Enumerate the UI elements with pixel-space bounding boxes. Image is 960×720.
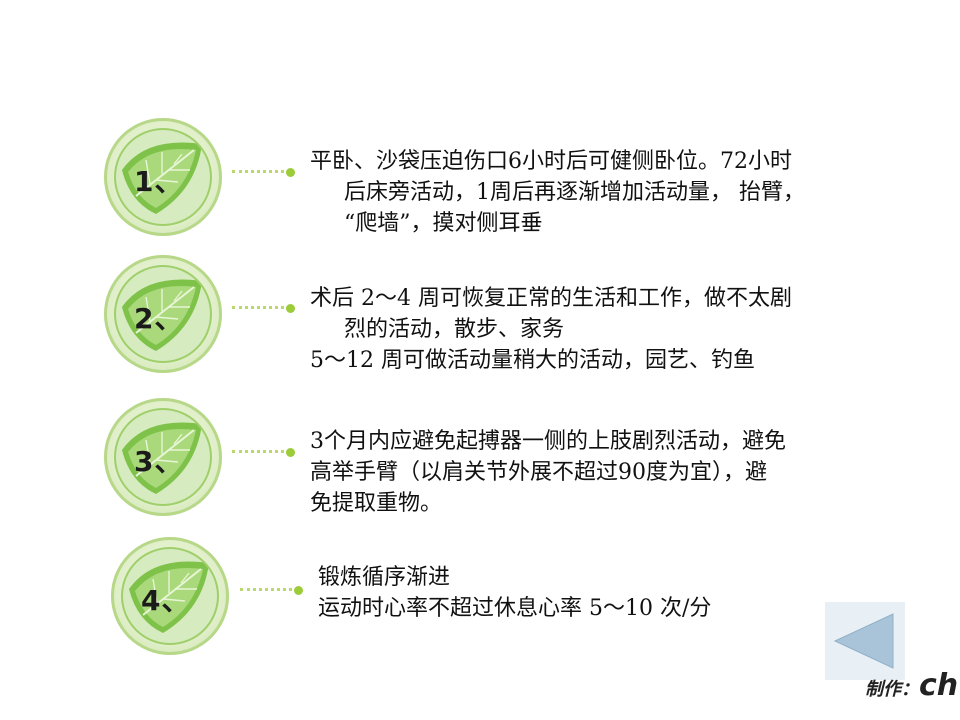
leaf-icon [116, 267, 210, 361]
connector-dot [286, 448, 295, 457]
item-number: 3、 [134, 445, 184, 478]
item-4-text: 锻炼循序渐进 运动时心率不超过休息心率 5～10 次/分 [318, 562, 711, 624]
dotted-connector [232, 306, 290, 309]
connector-dot [286, 304, 295, 313]
item-3-text: 3个月内应避免起搏器一侧的上肢剧烈活动，避免 高举手臂（以肩关节外展不超过90度… [310, 426, 786, 519]
badge-3: 3、 [104, 398, 222, 516]
badge-1: 1、 [104, 118, 222, 236]
connector-dot [286, 168, 295, 177]
author-signature: 制作：ch [865, 668, 958, 703]
leaf-icon [116, 410, 210, 504]
item-number: 1、 [134, 165, 184, 198]
signature-label: 制作： [865, 679, 919, 700]
dotted-connector [232, 170, 290, 173]
badge-4: 4、 [111, 537, 229, 655]
item-line: 3个月内应避免起搏器一侧的上肢剧烈活动，避免 [310, 429, 786, 454]
item-line: 后床旁活动，1周后再逐渐增加活动量， 抬臂， [344, 180, 805, 205]
connector-dot [294, 586, 303, 595]
item-2-text: 术后 2～4 周可恢复正常的生活和工作，做不太剧 烈的活动，散步、家务 5～12… [310, 283, 792, 376]
item-line: 锻炼循序渐进 [318, 565, 451, 590]
signature-initials: ch [919, 668, 959, 703]
item-line: 运动时心率不超过休息心率 5～10 次/分 [318, 596, 712, 621]
item-line: 术后 2～4 周可恢复正常的生活和工作，做不太剧 [310, 286, 792, 311]
back-button[interactable] [825, 602, 905, 680]
dotted-connector [240, 588, 298, 591]
item-line: 高举手臂（以肩关节外展不超过90度为宜），避 [310, 460, 767, 485]
badge-2: 2、 [104, 255, 222, 373]
item-line: “爬墙”，摸对侧耳垂 [344, 211, 543, 236]
item-line: 烈的活动，散步、家务 [344, 317, 565, 342]
item-line: 平卧、沙袋压迫伤口6小时后可健侧卧位。72小时 [310, 149, 792, 174]
item-number: 2、 [134, 302, 184, 335]
leaf-icon [116, 130, 210, 224]
dotted-connector [232, 450, 290, 453]
item-line: 5～12 周可做活动量稍大的活动，园艺、钓鱼 [310, 348, 755, 373]
item-number: 4、 [141, 584, 191, 617]
triangle-left-icon [833, 613, 894, 669]
item-1-text: 平卧、沙袋压迫伤口6小时后可健侧卧位。72小时 后床旁活动，1周后再逐渐增加活动… [310, 146, 805, 239]
item-line: 免提取重物。 [310, 491, 443, 516]
leaf-icon [123, 549, 217, 643]
